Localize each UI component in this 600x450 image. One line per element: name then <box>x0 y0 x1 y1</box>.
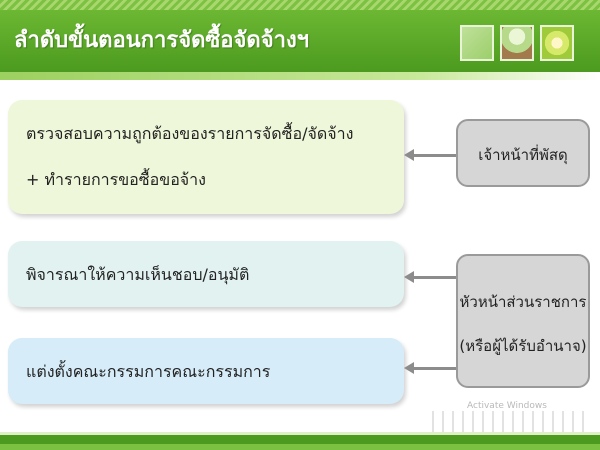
banner-thumbnail-leaf-icon <box>540 25 574 61</box>
step-box-approve: พิจารณาให้ความเห็นชอบ/อนุมัติ <box>8 241 404 307</box>
actor-text-line: เจ้าหน้าที่พัสดุ <box>478 146 568 164</box>
actor-text-line: (หรือผู้ได้รับอำนาจ) <box>459 337 587 355</box>
banner-accent <box>0 72 600 80</box>
actor-text-line: หัวหน้าส่วนราชการ <box>459 293 587 311</box>
top-stripe <box>0 0 600 10</box>
step-text-line: + ทำรายการขอซื้อขอจ้าง <box>26 170 206 189</box>
plant-silhouette-icon <box>432 411 592 433</box>
arrow-left-icon <box>404 362 456 374</box>
actor-box-department-head: หัวหน้าส่วนราชการ (หรือผู้ได้รับอำนาจ) <box>456 254 590 388</box>
page-title: ลำดับขั้นตอนการจัดซื้อจัดจ้างฯ <box>14 28 310 53</box>
arrow-left-icon <box>404 271 456 283</box>
step-text-line: พิจารณาให้ความเห็นชอบ/อนุมัติ <box>26 265 250 284</box>
banner-thumbnail-plain-icon <box>460 25 494 61</box>
footer-stripe <box>0 432 600 450</box>
step-box-verify: ตรวจสอบความถูกต้องของรายการจัดซื้อ/จัดจ้… <box>8 100 404 214</box>
arrow-left-icon <box>404 149 456 161</box>
actor-box-procurement-officer: เจ้าหน้าที่พัสดุ <box>456 119 590 187</box>
step-box-appoint-committee: แต่งตั้งคณะกรรมการคณะกรรมการ <box>8 338 404 404</box>
step-text-line: แต่งตั้งคณะกรรมการคณะกรรมการ <box>26 362 271 381</box>
step-text-line: ตรวจสอบความถูกต้องของรายการจัดซื้อ/จัดจ้… <box>26 124 354 143</box>
activate-windows-watermark: Activate Windows <box>467 401 547 411</box>
banner-thumbnail-sprout-icon <box>500 25 534 61</box>
